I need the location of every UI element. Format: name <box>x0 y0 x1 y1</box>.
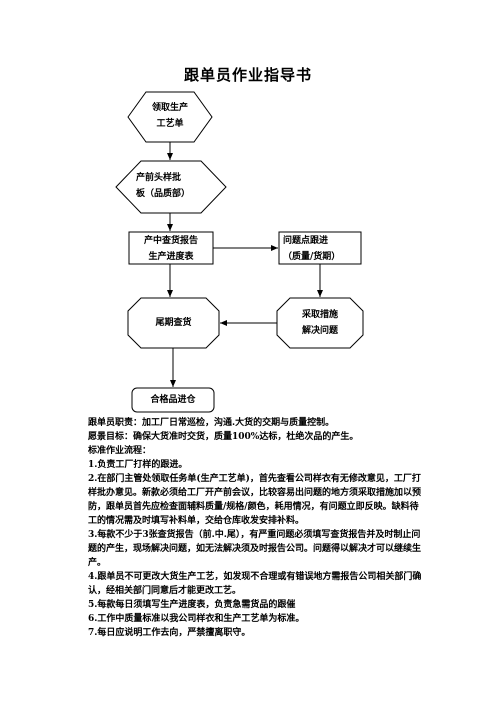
mid-check-label: 产中查货报告 生产进度表 <box>129 233 213 265</box>
process-item-6: 6.工作中质量标准以我公司样衣和生产工艺单为标准。 <box>88 614 305 624</box>
start-label-line1: 领取生产 <box>151 103 188 113</box>
pre-sample-label-line1: 产前头样批 <box>136 173 182 183</box>
stock-in-label-line1: 合格品进仓 <box>150 395 196 405</box>
issue-follow-box <box>278 231 362 265</box>
body-text: 跟单员职责：加工厂日常巡检，沟通.大货的交期与质量控制。 愿景目标：确保大货准时… <box>88 416 424 640</box>
measures-label-line2: 解决问题 <box>301 326 338 336</box>
mid-check-label-line1: 产中查货报告 <box>143 236 198 246</box>
issue-follow-label-line2: （质量/货期） <box>283 252 341 262</box>
mid-check-label-line2: 生产进度表 <box>148 252 194 262</box>
pre-sample-hexagon <box>115 160 227 214</box>
start-hexagon <box>127 91 213 143</box>
measures-label: 采取措施 解决问题 <box>277 307 363 339</box>
mid-check-box <box>128 231 214 265</box>
pre-sample-label: 产前头样批 板（品质部） <box>136 170 222 202</box>
stock-in-box <box>131 387 215 413</box>
document-title: 跟单员作业指导书 <box>183 66 312 84</box>
issue-follow-label: 问题点跟进 （质量/货期） <box>279 233 361 265</box>
issue-follow-label-line1: 问题点跟进 <box>283 236 329 246</box>
final-check-octagon <box>127 297 220 349</box>
goal-line: 愿景目标：确保大货准时交货，质量100%达标，杜绝次品的产生。 <box>88 432 359 442</box>
duty-line: 跟单员职责：加工厂日常巡检，沟通.大货的交期与质量控制。 <box>88 418 335 428</box>
start-label-line2: 工艺单 <box>156 119 184 129</box>
pre-sample-label-line2: 板（品质部） <box>136 189 191 199</box>
stock-in-label: 合格品进仓 <box>132 392 214 408</box>
final-check-label-line1: 尾期查货 <box>155 318 192 328</box>
start-label: 领取生产 工艺单 <box>128 100 212 132</box>
final-check-label: 尾期查货 <box>128 315 219 331</box>
process-item-4: 4.跟单员不可更改大货生产工艺，如发现不合理或有错误地方需报告公司相关部门确认，… <box>88 572 422 596</box>
process-item-5: 5.每款每日须填写生产进度表，负责急需货品的跟催 <box>88 600 296 610</box>
process-item-3: 3.每款不少于3张查货报告（前.中.尾），有严重问题必须填写查货报告并及时制止问… <box>88 530 422 568</box>
process-item-1: 1.负责工厂打样的跟进。 <box>88 460 188 470</box>
process-heading: 标准作业流程： <box>88 446 152 456</box>
measures-octagon <box>276 297 364 349</box>
process-item-7: 7.每日应说明工作去向，严禁擅离职守。 <box>88 628 251 638</box>
process-item-2: 2.在部门主管处领取任务单(生产工艺单)，首先查看公司样衣有无修改意见，工厂打样… <box>88 474 422 526</box>
measures-label-line1: 采取措施 <box>301 310 338 320</box>
